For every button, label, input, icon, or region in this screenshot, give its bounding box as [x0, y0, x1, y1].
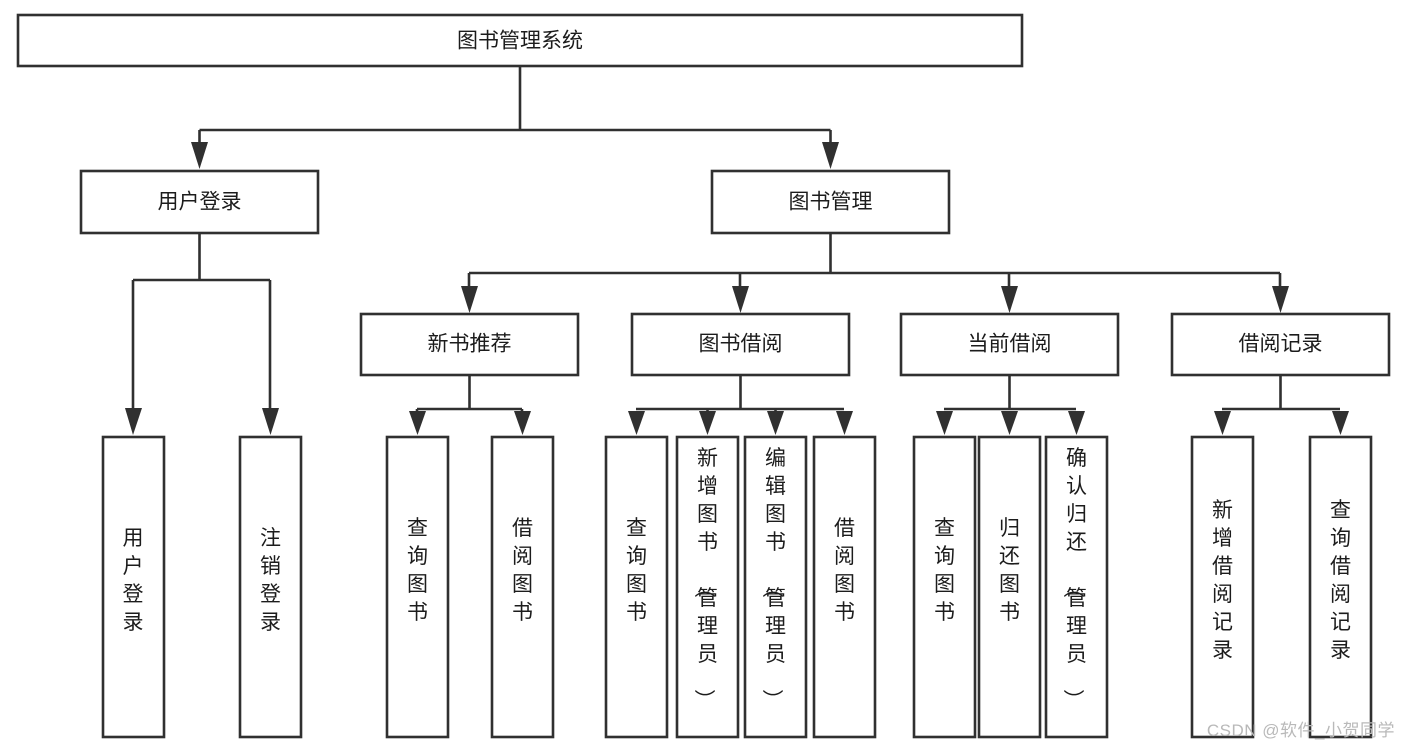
node-leaf-user-logout[interactable]: 注销登录 — [238, 435, 303, 739]
arrow-head-book-borrow — [732, 286, 749, 313]
node-book-management-box[interactable] — [710, 169, 951, 235]
arrow-head-current-borrow — [1001, 286, 1018, 313]
arrow-head-leaf-return-book — [1001, 411, 1018, 435]
node-leaf-query-record-label: 查询借阅记录 — [1330, 499, 1351, 662]
node-book-borrow[interactable]: 图书借阅 — [630, 312, 851, 377]
node-leaf-borrow-book-2[interactable]: 借阅图书 — [812, 435, 877, 739]
arrow-head-leaf-user-logout — [262, 408, 279, 435]
arrow-head-leaf-add-book — [699, 411, 716, 435]
node-leaf-edit-book-label: 编辑图书（管理员） — [760, 447, 786, 710]
node-leaf-user-login[interactable]: 用户登录 — [101, 435, 166, 739]
node-book-management[interactable]: 图书管理 — [710, 169, 951, 235]
node-leaf-user-login-box[interactable] — [101, 435, 166, 739]
node-root[interactable]: 图书管理系统 — [16, 13, 1024, 68]
node-leaf-query-book-1-label: 查询图书 — [407, 517, 428, 624]
node-leaf-query-book-2[interactable]: 查询图书 — [604, 435, 669, 739]
connector-group-current-borrow — [936, 375, 1085, 435]
node-leaf-edit-book-box[interactable] — [743, 435, 808, 739]
node-leaf-return-book[interactable]: 归还图书 — [977, 435, 1042, 739]
node-borrow-record-box[interactable] — [1170, 312, 1391, 377]
node-leaf-user-logout-label: 注销登录 — [260, 527, 281, 634]
node-user-login[interactable]: 用户登录 — [79, 169, 320, 235]
node-leaf-borrow-book-1-box[interactable] — [490, 435, 555, 739]
node-leaf-query-record[interactable]: 查询借阅记录 — [1308, 435, 1373, 739]
node-leaf-query-book-3-label: 查询图书 — [934, 517, 955, 624]
node-leaf-query-book-2-box[interactable] — [604, 435, 669, 739]
arrow-head-leaf-query-book-2 — [628, 411, 645, 435]
node-leaf-query-book-1[interactable]: 查询图书 — [385, 435, 450, 739]
node-current-borrow-label: 当前借阅 — [968, 333, 1052, 356]
node-new-book-recommend-box[interactable] — [359, 312, 580, 377]
node-leaf-add-record-label: 新增借阅记录 — [1212, 499, 1233, 662]
connector-group-book-borrow — [628, 375, 853, 435]
node-leaf-add-book-label: 新增图书（管理员） — [692, 447, 718, 710]
node-current-borrow-box[interactable] — [899, 312, 1120, 377]
node-leaf-add-book[interactable]: 新增图书（管理员） — [675, 435, 740, 739]
node-new-book-recommend[interactable]: 新书推荐 — [359, 312, 580, 377]
node-leaf-edit-book[interactable]: 编辑图书（管理员） — [743, 435, 808, 739]
node-leaf-return-book-box[interactable] — [977, 435, 1042, 739]
csdn-watermark: CSDN @软件_小贺同学 — [1206, 721, 1395, 740]
arrow-head-user-login — [191, 142, 208, 169]
arrow-head-new-book-recommend — [461, 286, 478, 313]
arrow-head-leaf-add-record — [1214, 411, 1231, 435]
arrow-head-leaf-confirm-return — [1068, 411, 1085, 435]
node-borrow-record[interactable]: 借阅记录 — [1170, 312, 1391, 377]
node-leaf-confirm-return[interactable]: 确认归还（管理员） — [1044, 435, 1109, 739]
connector-group-borrow-record — [1214, 375, 1349, 435]
arrow-head-leaf-user-login — [125, 408, 142, 435]
node-leaf-add-record[interactable]: 新增借阅记录 — [1190, 435, 1255, 739]
arrow-head-borrow-record — [1272, 286, 1289, 313]
node-leaf-add-record-box[interactable] — [1190, 435, 1255, 739]
node-new-book-recommend-label: 新书推荐 — [428, 333, 512, 356]
node-leaf-borrow-book-1[interactable]: 借阅图书 — [490, 435, 555, 739]
arrow-head-leaf-borrow-book-2 — [836, 411, 853, 435]
node-leaf-borrow-book-2-label: 借阅图书 — [834, 517, 855, 624]
node-leaf-query-book-3-box[interactable] — [912, 435, 977, 739]
connector-group-user-login — [125, 233, 279, 435]
node-leaf-return-book-label: 归还图书 — [999, 517, 1020, 624]
node-leaf-borrow-book-2-box[interactable] — [812, 435, 877, 739]
node-book-management-label: 图书管理 — [789, 191, 873, 214]
node-leaf-borrow-book-1-label: 借阅图书 — [512, 517, 533, 624]
node-leaf-add-book-box[interactable] — [675, 435, 740, 739]
node-book-borrow-box[interactable] — [630, 312, 851, 377]
connector-group-new-book-recommend — [409, 375, 531, 435]
node-leaf-user-logout-box[interactable] — [238, 435, 303, 739]
connector-group-root — [191, 66, 839, 169]
node-leaf-query-record-box[interactable] — [1308, 435, 1373, 739]
arrow-head-leaf-borrow-book-1 — [514, 411, 531, 435]
node-leaf-confirm-return-label: 确认归还（管理员） — [1061, 447, 1087, 710]
node-leaf-query-book-1-box[interactable] — [385, 435, 450, 739]
arrow-head-leaf-query-record — [1332, 411, 1349, 435]
node-leaf-query-book-3[interactable]: 查询图书 — [912, 435, 977, 739]
arrow-head-book-management — [822, 142, 839, 169]
node-borrow-record-label: 借阅记录 — [1239, 333, 1323, 356]
node-current-borrow[interactable]: 当前借阅 — [899, 312, 1120, 377]
arrow-head-leaf-query-book-1 — [409, 411, 426, 435]
arrow-head-leaf-edit-book — [767, 411, 784, 435]
node-user-login-label: 用户登录 — [158, 191, 242, 214]
node-root-box[interactable] — [16, 13, 1024, 68]
node-leaf-user-login-label: 用户登录 — [123, 527, 144, 634]
node-book-borrow-label: 图书借阅 — [699, 333, 783, 356]
connector-group-book-management — [461, 233, 1289, 313]
node-leaf-confirm-return-box[interactable] — [1044, 435, 1109, 739]
node-leaf-query-book-2-label: 查询图书 — [626, 517, 647, 624]
node-user-login-box[interactable] — [79, 169, 320, 235]
node-root-label: 图书管理系统 — [457, 30, 583, 53]
arrow-head-leaf-query-book-3 — [936, 411, 953, 435]
